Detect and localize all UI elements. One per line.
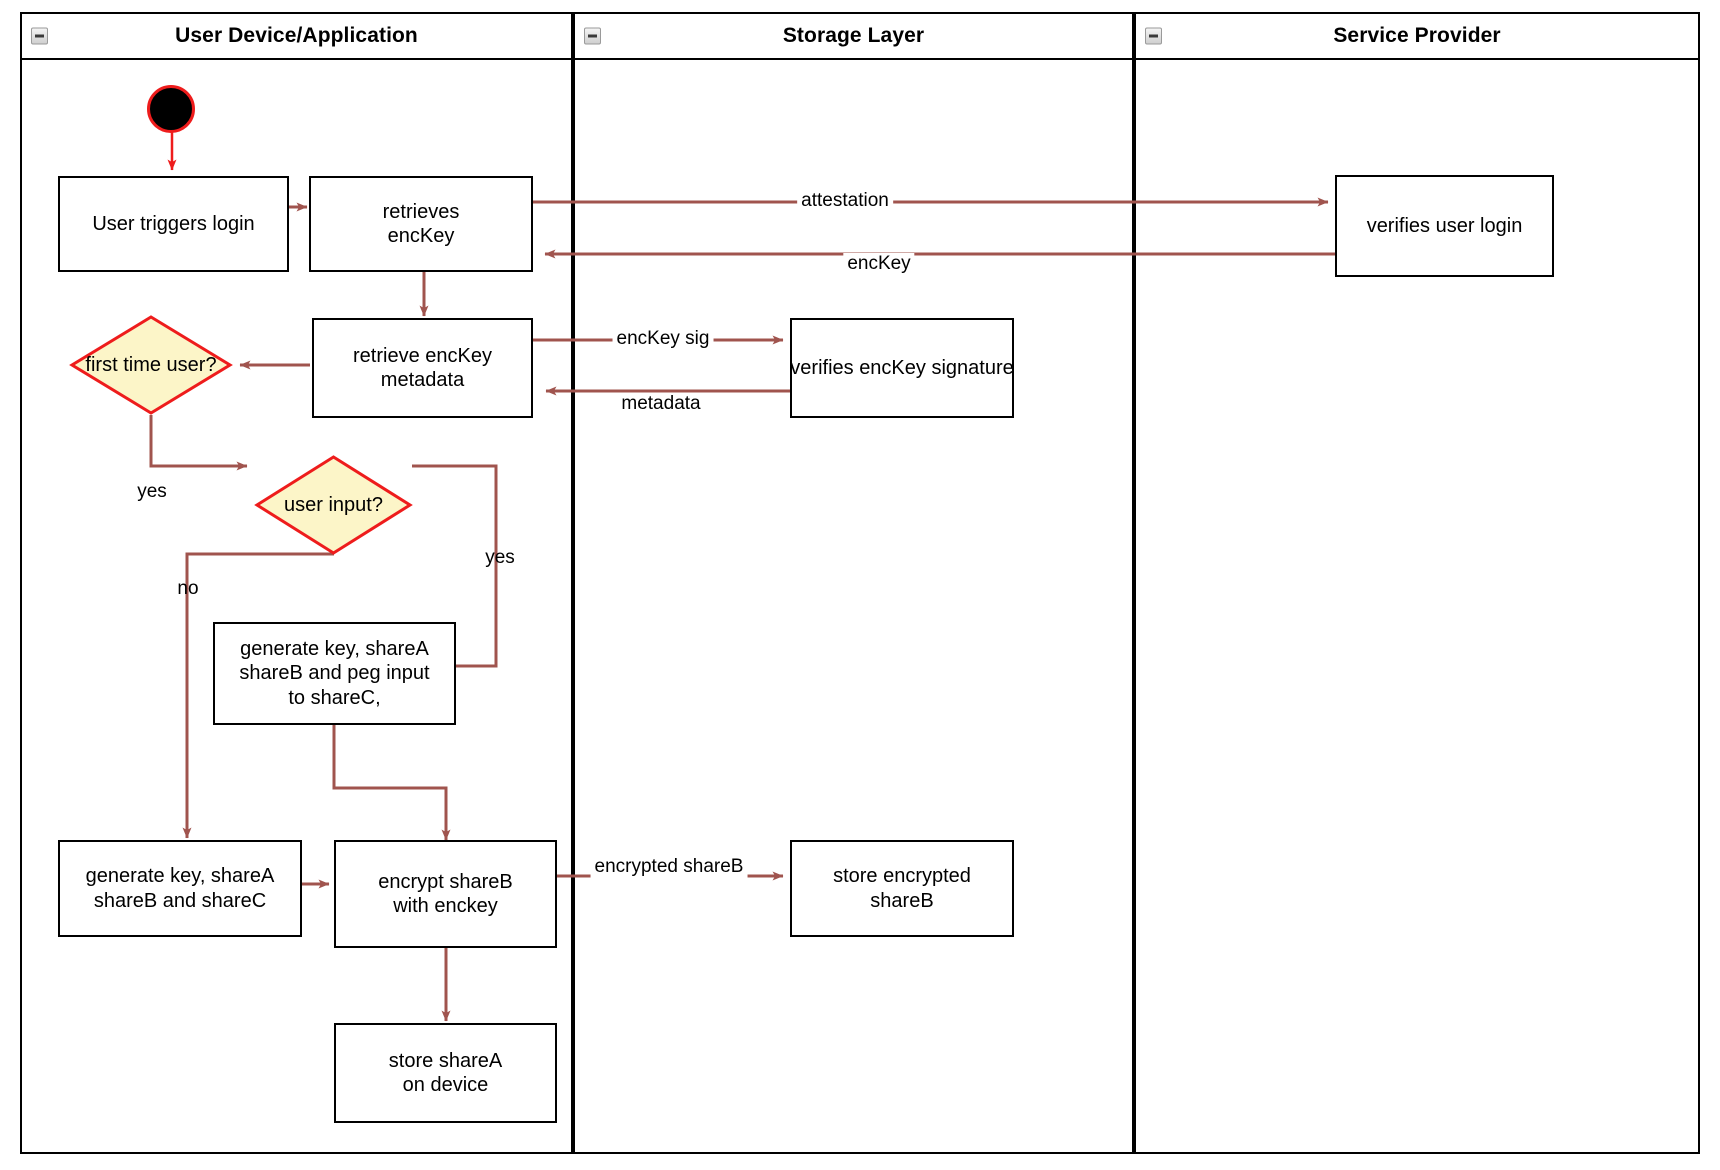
edge-label-encrypted-shareb: encrypted shareB	[590, 855, 748, 879]
action-label: generate key, shareA shareB and shareC	[85, 865, 275, 912]
action-label: generate key, shareA shareB and peg inpu…	[239, 637, 430, 709]
decision-label: user input?	[284, 493, 383, 516]
action-label: retrieve encKey metadata	[353, 344, 492, 391]
edge-label-attestation: attestation	[797, 190, 893, 213]
edge-label-yes-first-time: yes	[137, 481, 167, 502]
lane-title-user-device: User Device/Application	[175, 24, 418, 47]
action-encrypt-shareb[interactable]: encrypt shareB with enckey	[334, 840, 557, 948]
action-verifies-user-login[interactable]: verifies user login	[1335, 175, 1554, 277]
action-user-triggers-login[interactable]: User triggers login	[58, 176, 289, 272]
decision-user-input[interactable]: user input?	[254, 455, 413, 555]
edge-label-yes-user-input: yes	[485, 547, 515, 568]
lane-body-storage-layer	[573, 58, 1134, 1154]
action-store-sharea-on-device[interactable]: store shareA on device	[334, 1023, 557, 1123]
lane-header-user-device[interactable]: User Device/Application	[20, 12, 573, 60]
minus-box-icon[interactable]	[1145, 27, 1162, 45]
edge-label-metadata: metadata	[617, 393, 705, 416]
action-generate-key-peg[interactable]: generate key, shareA shareB and peg inpu…	[213, 622, 456, 725]
lane-title-storage-layer: Storage Layer	[782, 24, 925, 47]
action-label: encrypt shareB with enckey	[378, 870, 513, 917]
action-label: verifies user login	[1366, 214, 1523, 237]
diamond-shape	[254, 455, 413, 555]
initial-node	[147, 85, 195, 133]
edge-label-enckey-sig: encKey sig	[612, 328, 714, 351]
action-store-encrypted-shareb[interactable]: store encrypted shareB	[790, 840, 1014, 937]
decision-first-time-user[interactable]: first time user?	[69, 315, 233, 415]
decision-label: first time user?	[85, 353, 217, 376]
minus-box-icon[interactable]	[31, 27, 48, 45]
action-retrieves-enckey[interactable]: retrieves encKey	[309, 176, 533, 272]
minus-box-icon[interactable]	[584, 27, 601, 45]
action-generate-key-shares[interactable]: generate key, shareA shareB and shareC	[58, 840, 302, 937]
diamond-shape	[69, 315, 233, 415]
action-verifies-enckey-signature[interactable]: verifies encKey signature	[790, 318, 1014, 418]
lane-header-storage-layer[interactable]: Storage Layer	[573, 12, 1134, 60]
lane-header-service-provider[interactable]: Service Provider	[1134, 12, 1700, 60]
lane-title-service-provider: Service Provider	[1333, 24, 1501, 47]
edge-label-no-user-input: no	[177, 578, 199, 599]
action-label: retrieves encKey	[382, 200, 460, 247]
action-label: store encrypted shareB	[833, 865, 971, 912]
action-retrieve-enckey-metadata[interactable]: retrieve encKey metadata	[312, 318, 533, 418]
action-label: User triggers login	[92, 212, 255, 235]
action-label: verifies encKey signature	[790, 356, 1014, 379]
edge-label-enckey: encKey	[843, 253, 915, 276]
action-label: store shareA on device	[388, 1049, 503, 1096]
